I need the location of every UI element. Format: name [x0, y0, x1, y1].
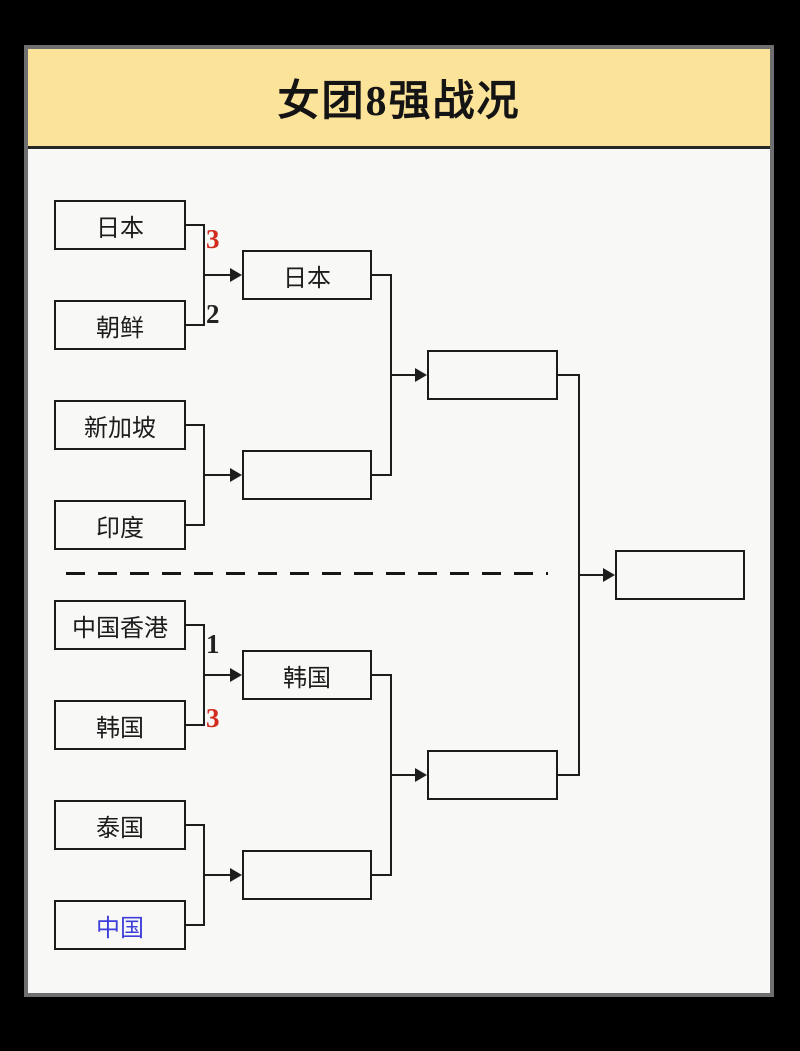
qf-winner-box-3: 韩国: [242, 650, 372, 700]
connector-line: [390, 774, 415, 776]
connector-line: [558, 774, 578, 776]
team-box-singapore: 新加坡: [54, 400, 186, 450]
half-divider-dashed-line: [66, 572, 548, 575]
connector-line: [372, 674, 390, 676]
sf-winner-box-2: [427, 750, 558, 800]
connector-line: [372, 274, 390, 276]
qf-winner-box-2: [242, 450, 372, 500]
connector-line: [578, 574, 603, 576]
connector-line: [186, 824, 203, 826]
title-banner: 女团8强战况: [28, 49, 770, 149]
connector-line: [186, 424, 203, 426]
connector-line: [372, 874, 390, 876]
arrow-right-icon: [415, 368, 427, 382]
arrow-right-icon: [230, 468, 242, 482]
arrow-right-icon: [230, 668, 242, 682]
score-japan: 3: [206, 224, 220, 254]
score-nkorea: 2: [206, 299, 220, 329]
connector-line: [203, 874, 230, 876]
team-box-skorea: 韩国: [54, 700, 186, 750]
team-box-nkorea: 朝鲜: [54, 300, 186, 350]
connector-line: [186, 324, 203, 326]
connector-line: [203, 474, 230, 476]
team-box-thailand: 泰国: [54, 800, 186, 850]
arrow-right-icon: [230, 868, 242, 882]
bracket-card: 女团8强战况 日本 朝鲜 新加坡 印度 中国香港 韩国 泰国 中国 3 2 1 …: [24, 45, 774, 997]
qf-winner-box-4: [242, 850, 372, 900]
arrow-right-icon: [603, 568, 615, 582]
final-winner-box: [615, 550, 745, 600]
arrow-right-icon: [415, 768, 427, 782]
sf-winner-box-1: [427, 350, 558, 400]
page-title: 女团8强战况: [277, 79, 521, 125]
qf-winner-box-1: 日本: [242, 250, 372, 300]
connector-line: [186, 724, 203, 726]
arrow-right-icon: [230, 268, 242, 282]
connector-line: [186, 624, 203, 626]
connector-line: [203, 274, 230, 276]
score-skorea: 3: [206, 703, 220, 733]
connector-line: [558, 374, 578, 376]
team-box-india: 印度: [54, 500, 186, 550]
score-hongkong: 1: [206, 629, 220, 659]
connector-line: [203, 674, 230, 676]
connector-line: [186, 524, 203, 526]
connector-line: [186, 924, 203, 926]
connector-line: [372, 474, 390, 476]
connector-line: [390, 374, 415, 376]
connector-line: [186, 224, 203, 226]
team-box-china: 中国: [54, 900, 186, 950]
team-box-hongkong: 中国香港: [54, 600, 186, 650]
team-box-japan: 日本: [54, 200, 186, 250]
